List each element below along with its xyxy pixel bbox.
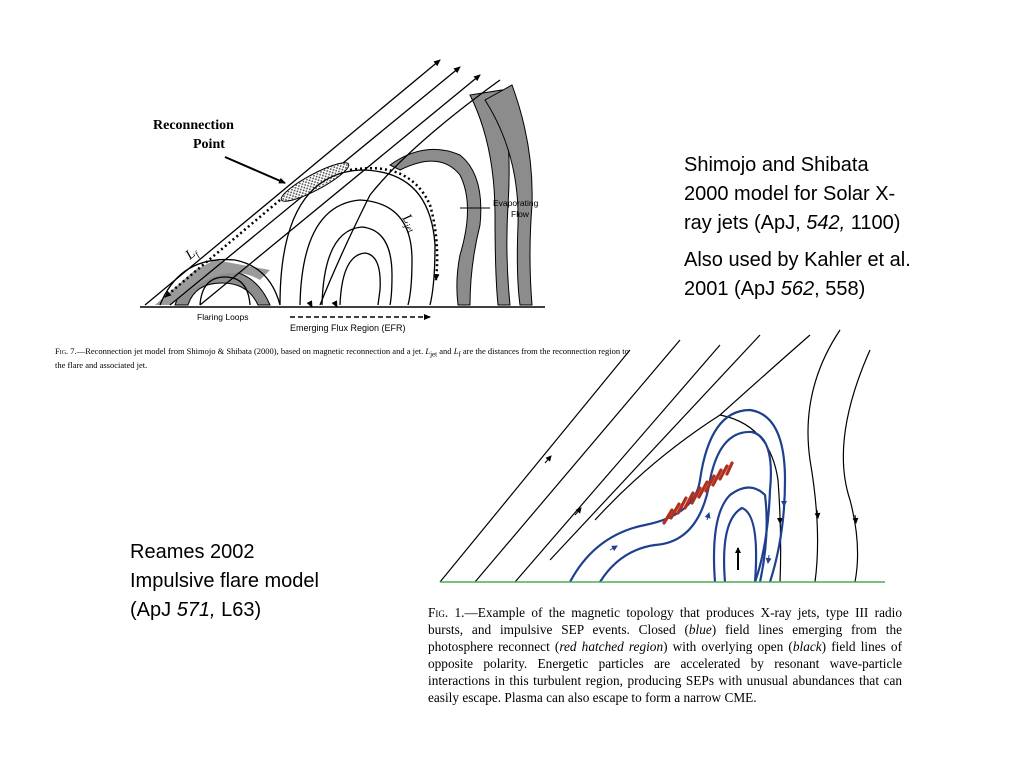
- closed-arrow-2: [704, 512, 711, 521]
- flux-loop-middle: [299, 199, 413, 306]
- figure-7-diagram: Reconnection Point Evaporating Flow Flar…: [140, 59, 545, 333]
- efr-label: Emerging Flux Region (EFR): [290, 323, 406, 333]
- right-text-block: Shimojo and Shibata 2000 model for Solar…: [684, 151, 984, 312]
- open-line-6: [719, 414, 782, 583]
- open-field-line-3: [199, 74, 481, 306]
- reconnection-label-1: Reconnection: [153, 118, 234, 133]
- open-arrow-2: [574, 507, 582, 516]
- open-line-8: [842, 349, 871, 583]
- flux-loop-core: [339, 252, 381, 306]
- open-line-2: [474, 339, 681, 583]
- closed-loop-middle: [599, 430, 772, 583]
- figure-1-diagram: [439, 329, 885, 583]
- right-text-paragraph-2: Also used by Kahler et al. 2001 (ApJ 562…: [684, 249, 911, 300]
- left-text-block: Reames 2002 Impulsive flare model (ApJ 5…: [130, 541, 319, 621]
- flaring-loop-2: [159, 258, 281, 306]
- closed-loop-outer: [569, 408, 787, 583]
- evaporating-label-2: Flow: [511, 209, 530, 219]
- open-line-3: [514, 344, 721, 583]
- flaring-loops-label: Flaring Loops: [197, 312, 249, 322]
- l-f-label: Lf: [182, 244, 202, 264]
- flux-loop-inner: [321, 226, 393, 306]
- open-field-line-4: [319, 79, 501, 306]
- l-jet-label: Ljet: [397, 211, 421, 235]
- open-field-line-1: [144, 59, 441, 306]
- open-arrow-5: [852, 514, 859, 524]
- closed-loop-inner: [712, 486, 768, 583]
- reconnection-label-2: Point: [193, 137, 225, 152]
- closed-loop-core: [722, 506, 758, 583]
- shaded-region-right: [469, 89, 511, 306]
- shaded-region-inner: [389, 148, 482, 306]
- open-line-4: [549, 334, 761, 561]
- figure-7-caption: Fig. 7.—Reconnection jet model from Shim…: [55, 346, 629, 370]
- open-arrow-4: [814, 509, 821, 519]
- red-hatched-region: [662, 461, 734, 525]
- flaring-loop-1: [199, 276, 251, 306]
- l-f-dotted-arrow: [164, 199, 281, 298]
- flux-loop-outer: [279, 169, 436, 306]
- evaporating-label-1: Evaporating: [493, 198, 539, 208]
- reconnection-point-blob: [280, 162, 350, 202]
- l-jet-dotted-arrow: [349, 166, 440, 281]
- shaded-region-outer: [484, 84, 533, 306]
- closed-arrow-4: [765, 554, 772, 564]
- open-line-1: [439, 349, 631, 583]
- figure-1-caption: Fig. 1.—Example of the magnetic topology…: [428, 605, 902, 705]
- open-arrow-1: [544, 455, 552, 464]
- open-line-5: [594, 334, 811, 521]
- open-line-7: [807, 329, 841, 583]
- right-text-paragraph-1: Shimojo and Shibata 2000 model for Solar…: [684, 154, 901, 234]
- reconnection-pointer-arrow: [224, 156, 286, 184]
- closed-arrow-1: [609, 545, 618, 552]
